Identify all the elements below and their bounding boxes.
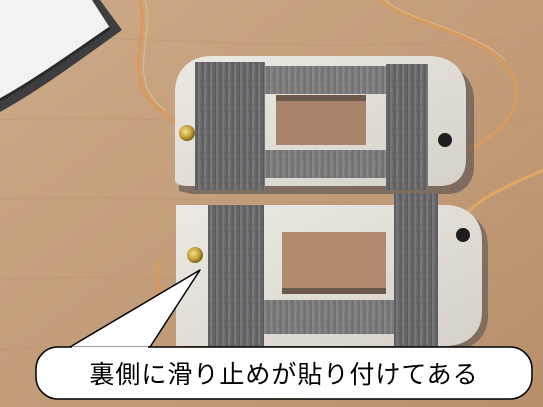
callout-text: 裏側に滑り止めが貼り付けてある xyxy=(89,360,479,389)
callout-bubble xyxy=(35,269,533,400)
upper-hole-icon xyxy=(438,133,452,147)
lower-core-frame xyxy=(176,193,488,350)
lower-left-strip xyxy=(208,205,264,346)
tablet-corner xyxy=(0,0,122,112)
upper-left-strip xyxy=(195,62,265,190)
upper-screw-icon xyxy=(179,125,195,141)
lower-right-strip xyxy=(394,193,438,346)
upper-core-frame xyxy=(175,56,474,194)
lower-hole-icon xyxy=(456,228,470,242)
lower-screw-icon xyxy=(187,247,203,263)
upper-right-strip xyxy=(386,64,428,190)
